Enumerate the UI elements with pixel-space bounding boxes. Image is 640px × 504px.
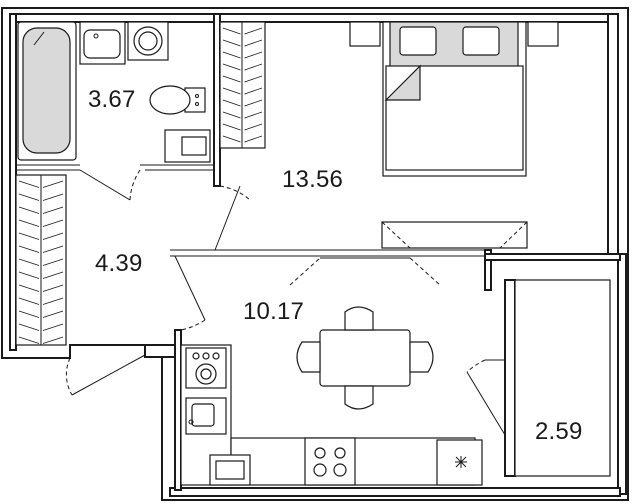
hatch-line xyxy=(222,111,241,119)
stove-icon xyxy=(304,437,356,486)
hatch-line xyxy=(244,39,263,47)
window-recess xyxy=(289,257,441,286)
dining-table-icon xyxy=(296,306,434,410)
hatch-line xyxy=(18,297,40,305)
hatch-line xyxy=(42,206,64,214)
hatch-line xyxy=(18,206,40,214)
washing-machine-icon xyxy=(127,21,169,61)
hatch-line xyxy=(18,258,40,266)
wardrobe-icon xyxy=(15,174,67,346)
fridge-icon xyxy=(436,439,483,486)
hatch-line xyxy=(244,123,263,131)
hatch-line xyxy=(18,193,40,201)
tv-console xyxy=(381,221,528,249)
hatch-line xyxy=(222,39,241,47)
bed-icon xyxy=(349,21,559,177)
hatch-line xyxy=(222,27,241,35)
hatch-line xyxy=(42,271,64,279)
hatch-line xyxy=(244,135,263,143)
hatch-line xyxy=(222,123,241,131)
hatch-line xyxy=(42,336,64,344)
hatch-line xyxy=(222,87,241,95)
hatch-line xyxy=(244,111,263,119)
hatch-line xyxy=(244,51,263,59)
wardrobe-hatch xyxy=(222,27,263,143)
toilet-icon xyxy=(149,85,206,115)
hall-area: 4.39 xyxy=(95,250,143,277)
stove-icon xyxy=(185,347,227,389)
hatch-line xyxy=(18,219,40,227)
bathtub-icon xyxy=(17,21,77,161)
hatch-line xyxy=(18,232,40,240)
hatch-line xyxy=(244,99,263,107)
hatch-line xyxy=(42,284,64,292)
hatch-line xyxy=(18,245,40,253)
hatch-line xyxy=(244,63,263,71)
hatch-line xyxy=(18,323,40,331)
hatch-line xyxy=(42,245,64,253)
wardrobe-hatch xyxy=(18,180,64,344)
doors xyxy=(65,169,506,436)
kitchen-area: 10.17 xyxy=(243,298,305,325)
hatch-line xyxy=(18,310,40,318)
sink-icon xyxy=(79,21,126,65)
bathroom-area: 3.67 xyxy=(88,86,136,113)
hatch-line xyxy=(244,75,263,83)
hatch-line xyxy=(222,51,241,59)
bedroom-area: 13.56 xyxy=(282,166,344,193)
hatch-line xyxy=(18,336,40,344)
hatch-line xyxy=(42,219,64,227)
hatch-line xyxy=(222,63,241,71)
hatch-line xyxy=(244,87,263,95)
hatch-line xyxy=(222,135,241,143)
wardrobe-icon xyxy=(219,21,266,149)
hatch-line xyxy=(42,258,64,266)
hatch-line xyxy=(42,323,64,331)
sink-icon xyxy=(185,397,227,435)
hatch-line xyxy=(244,27,263,35)
hatch-line xyxy=(42,180,64,188)
hatch-line xyxy=(42,310,64,318)
hatch-line xyxy=(18,271,40,279)
bathroom-cabinet xyxy=(164,129,211,163)
hatch-line xyxy=(18,180,40,188)
hatch-line xyxy=(42,193,64,201)
hatch-line xyxy=(18,284,40,292)
hatch-line xyxy=(222,99,241,107)
balcony-glazing xyxy=(514,279,611,477)
hatch-line xyxy=(42,232,64,240)
balcony-area: 2.59 xyxy=(535,418,583,445)
microwave-icon xyxy=(209,454,251,486)
hatch-line xyxy=(42,297,64,305)
hatch-line xyxy=(222,75,241,83)
